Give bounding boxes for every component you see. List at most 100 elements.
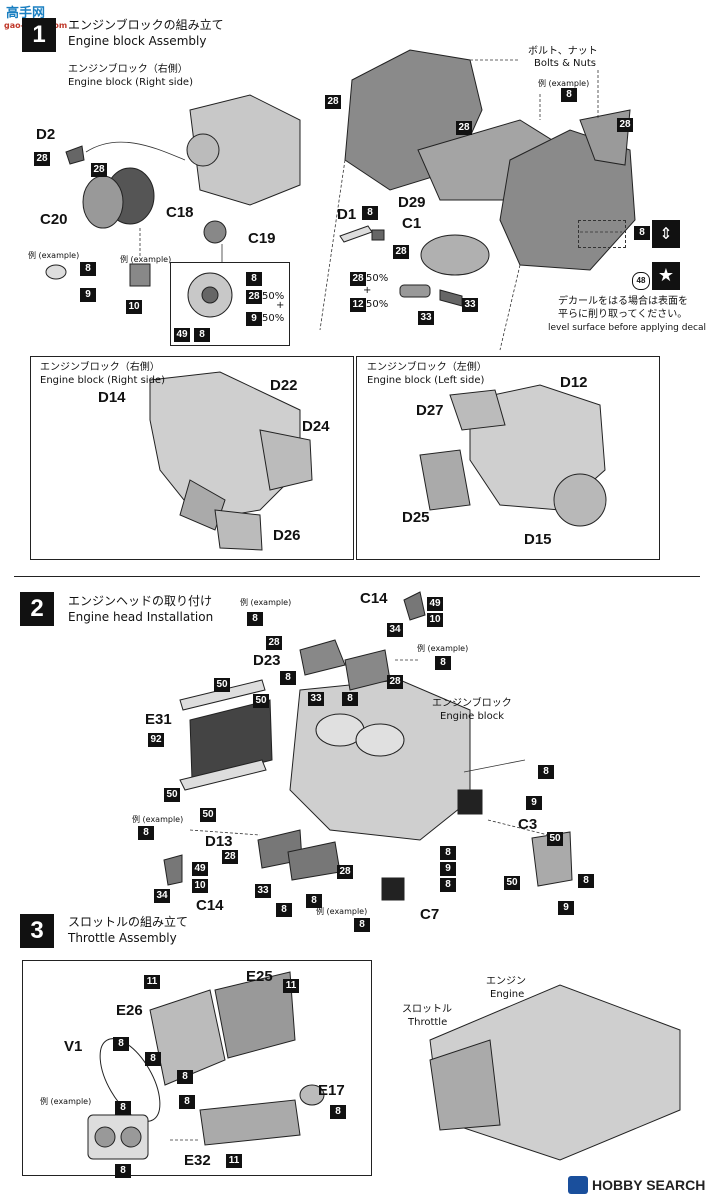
- paint-badge: 8: [280, 671, 296, 685]
- example-label: 例 (example): [40, 1097, 92, 1106]
- paint-badge: 28: [91, 163, 107, 177]
- paint-badge: 11: [144, 975, 160, 989]
- paint-badge: 11: [283, 979, 299, 993]
- paint-badge: 10: [192, 879, 208, 893]
- step1-right-side-en: Engine block (Right side): [68, 77, 193, 88]
- part-d22: D22: [270, 377, 298, 394]
- paint-badge: 8: [246, 272, 262, 286]
- inset-right-en: Engine block (Right side): [40, 375, 165, 386]
- watermark-logo: 高手网: [6, 5, 46, 20]
- paint-badge: 50: [164, 788, 180, 802]
- paint-badge: 28: [34, 152, 50, 166]
- part-d15: D15: [524, 531, 552, 548]
- paint-badge: 9: [558, 901, 574, 915]
- paint-badge: 8: [177, 1070, 193, 1084]
- mix-percent: 50%: [262, 313, 285, 324]
- step2-title-ja: エンジンヘッドの取り付け: [68, 594, 213, 608]
- part-c20: C20: [40, 211, 68, 228]
- section-divider: [14, 576, 700, 577]
- paint-badge: 8: [138, 826, 154, 840]
- part-e26: E26: [116, 1002, 143, 1019]
- part-d23: D23: [253, 652, 281, 669]
- part-e25: E25: [246, 968, 273, 985]
- inset-right-ja: エンジンブロック（右側）: [40, 362, 160, 373]
- paint-badge: 28: [617, 118, 633, 132]
- paint-badge: 8: [354, 918, 370, 932]
- step3-title-ja: スロットルの組み立て: [68, 915, 189, 929]
- paint-badge: 33: [418, 311, 434, 325]
- paint-badge: 28: [456, 121, 472, 135]
- paint-badge: 8: [342, 692, 358, 706]
- step-number-1: 1: [22, 18, 56, 52]
- paint-badge: 28: [393, 245, 409, 259]
- paint-badge: 8: [435, 656, 451, 670]
- decal-area: [578, 220, 626, 248]
- paint-badge: 8: [306, 894, 322, 908]
- step2-title-en: Engine head Installation: [68, 610, 214, 624]
- part-e17: E17: [318, 1082, 345, 1099]
- paint-badge: 34: [387, 623, 403, 637]
- part-e31: E31: [145, 711, 172, 728]
- paint-badge: 28: [222, 850, 238, 864]
- decal-star-icon: ★: [652, 262, 680, 290]
- inset-left-side-box: [356, 356, 660, 560]
- bolts-label-en: Bolts & Nuts: [534, 58, 596, 69]
- paint-badge: 49: [427, 597, 443, 611]
- paint-badge: 28: [350, 272, 366, 286]
- bolts-label-ja: ボルト、ナット: [528, 46, 598, 57]
- paint-badge: 28: [266, 636, 282, 650]
- part-d24: D24: [302, 418, 330, 435]
- footer-brand: HOBBY SEARCH: [592, 1177, 706, 1193]
- part-d29: D29: [398, 194, 426, 211]
- part-c19: C19: [248, 230, 276, 247]
- throttle-label-en: Throttle: [408, 1017, 448, 1028]
- paint-badge: 8: [179, 1095, 195, 1109]
- engine-block-en: Engine block: [440, 711, 504, 722]
- paint-badge: 9: [80, 288, 96, 302]
- part-c14-lower: C14: [196, 897, 224, 914]
- hobby-search-logo-icon: [568, 1176, 588, 1194]
- example-label: 例 (example): [316, 907, 368, 916]
- paint-badge: 92: [148, 733, 164, 747]
- paint-badge: 8: [578, 874, 594, 888]
- decal-note-ja-2: 平らに削り取ってください。: [558, 309, 688, 320]
- c19-detail-box: [170, 262, 290, 346]
- example-label: 例 (example): [538, 79, 590, 88]
- engine-block-ja: エンジンブロック: [432, 698, 512, 709]
- decal-note-ja-1: デカールをはる場合は表面を: [558, 296, 688, 307]
- example-label: 例 (example): [417, 644, 469, 653]
- paint-badge: 8: [115, 1101, 131, 1115]
- decal-note-en: level surface before applying decal: [548, 323, 706, 333]
- part-d12: D12: [560, 374, 588, 391]
- paint-badge: 8: [276, 903, 292, 917]
- mix-plus: +: [363, 285, 372, 296]
- step1-right-side-ja: エンジンブロック（右側）: [68, 64, 188, 75]
- part-d2: D2: [36, 126, 56, 143]
- example-label: 例 (example): [132, 815, 184, 824]
- paint-badge: 50: [200, 808, 216, 822]
- part-d13: D13: [205, 833, 233, 850]
- paint-badge: 8: [247, 612, 263, 626]
- paint-badge: 33: [462, 298, 478, 312]
- paint-badge: 12: [350, 298, 366, 312]
- part-d26: D26: [273, 527, 301, 544]
- paint-badge: 33: [255, 884, 271, 898]
- inset-left-ja: エンジンブロック（左側）: [367, 362, 487, 373]
- throttle-label-ja: スロットル: [402, 1004, 452, 1015]
- part-c3: C3: [518, 816, 538, 833]
- paint-badge: 10: [427, 613, 443, 627]
- mix-percent: 50%: [366, 273, 389, 284]
- part-e32: E32: [184, 1152, 211, 1169]
- step1-title-ja: エンジンブロックの組み立て: [68, 18, 224, 32]
- inset-left-en: Engine block (Left side): [367, 375, 485, 386]
- part-d1: D1: [337, 206, 357, 223]
- part-c14: C14: [360, 590, 388, 607]
- paint-badge: 9: [246, 312, 262, 326]
- paint-badge: 33: [308, 692, 324, 706]
- part-v1: V1: [64, 1038, 83, 1055]
- part-d25: D25: [402, 509, 430, 526]
- paint-badge: 8: [145, 1052, 161, 1066]
- paint-badge: 50: [214, 678, 230, 692]
